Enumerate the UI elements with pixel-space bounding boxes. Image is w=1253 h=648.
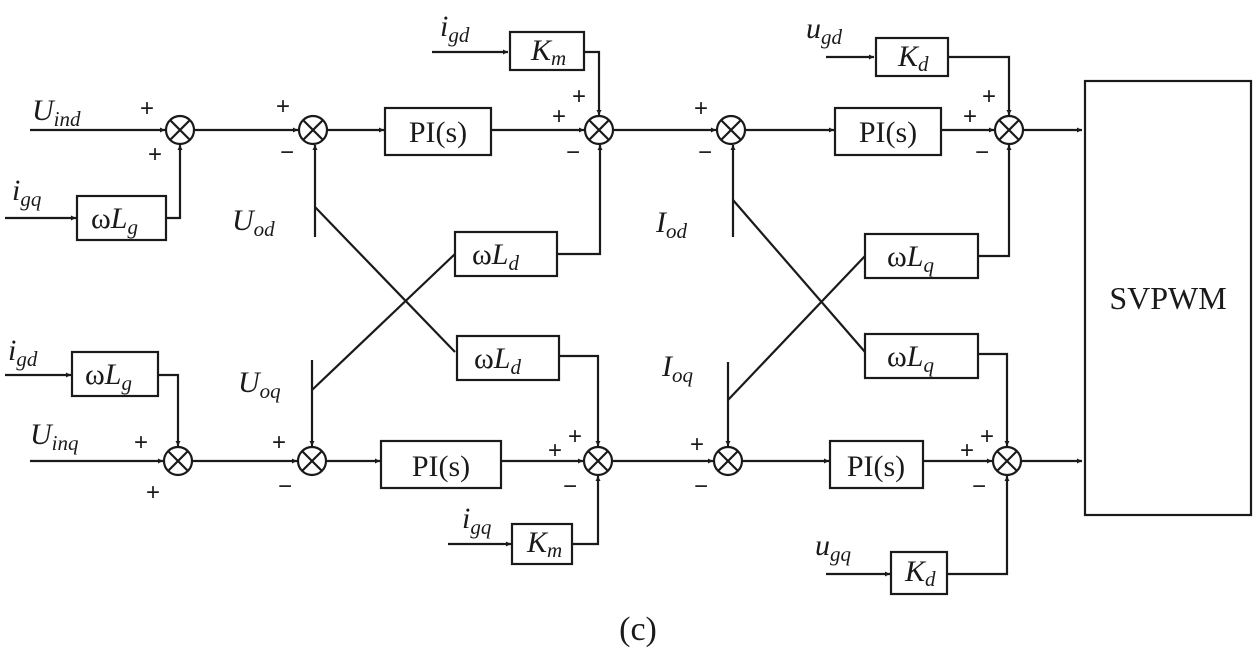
- sign-minus: −: [694, 473, 708, 500]
- block-km-bot-text: Km: [526, 526, 562, 562]
- gain-block-omega-ld-bot: [455, 334, 561, 382]
- sum-junction-bot-4: [712, 445, 744, 477]
- label-u-oq: Uoq: [238, 366, 281, 403]
- gain-block-kd-top: [874, 36, 950, 78]
- label-u-ind: Uind: [32, 94, 81, 131]
- gain-block-omega-lg-bot: [70, 350, 160, 398]
- sign-plus: +: [694, 95, 708, 122]
- label-u-od: Uod: [232, 204, 275, 241]
- pi-controller-block-2: [833, 106, 943, 157]
- pi-controller-label-4: PI(s): [847, 450, 905, 483]
- sign-minus: −: [972, 473, 986, 500]
- pi-controller-label-1: PI(s): [409, 116, 467, 149]
- sign-plus: +: [272, 429, 286, 456]
- gain-block-km-top: [508, 30, 586, 72]
- sign-plus: +: [276, 93, 290, 120]
- sum-junction-top-3: [583, 114, 615, 146]
- label-i-gd-top: igd: [440, 10, 470, 47]
- sign-plus: +: [980, 423, 994, 450]
- block-omega-lg-bot-text: ωLg: [85, 358, 132, 395]
- sum-junction-top-2: [297, 114, 329, 146]
- sign-plus: +: [572, 83, 586, 110]
- block-km-top-text: Km: [530, 34, 566, 70]
- sign-minus: −: [698, 139, 712, 166]
- voltage-cross-coupling: Uod ωLd ωLd Uoq: [232, 145, 603, 446]
- block-omega-lq-top-text: ωLq: [887, 240, 934, 277]
- pi-controller-label-3: PI(s): [412, 450, 470, 483]
- svpwm-block: [1083, 79, 1253, 517]
- sum-junction-top-4: [715, 114, 747, 146]
- gain-block-kd-bot: [889, 550, 949, 596]
- sign-minus: −: [975, 139, 989, 166]
- wire-lg-to-sum: [166, 145, 183, 220]
- wire-km-to-sum-bot3: [572, 476, 601, 546]
- block-kd-top-text: Kd: [897, 40, 929, 76]
- pi-controller-block-3: [379, 439, 503, 490]
- label-i-gd-bot: igd: [8, 334, 38, 371]
- block-omega-lg-top-text: ωLg: [91, 202, 138, 239]
- sign-plus: +: [552, 103, 566, 130]
- sum-junction-bot-5: [991, 445, 1023, 477]
- sign-minus: −: [280, 139, 294, 166]
- sign-minus: −: [278, 473, 292, 500]
- sign-plus: +: [960, 437, 974, 464]
- block-omega-ld-bot-text: ωLd: [474, 342, 521, 379]
- sum-junction-bot-2: [296, 445, 328, 477]
- wire-i-od-to-wlq: [732, 199, 866, 353]
- gain-block-omega-lq-bot: [863, 332, 980, 380]
- label-u-gd: ugd: [806, 12, 843, 49]
- label-i-gq-top: igq: [12, 174, 42, 211]
- sign-plus: +: [568, 423, 582, 450]
- wire-wld-to-sum3: [557, 145, 603, 256]
- wire-wlq-to-sum-bot5: [978, 352, 1010, 446]
- sign-plus: +: [134, 429, 148, 456]
- label-i-gq-bot: igq: [462, 502, 492, 539]
- wire-wlq-to-sum5: [978, 145, 1012, 258]
- wire-u-oq-to-wld: [311, 253, 456, 391]
- svpwm-label: SVPWM: [1109, 280, 1226, 316]
- top-row: Uind + + igq ωLg + − PI(s) + igd: [5, 10, 1082, 242]
- sign-plus: +: [982, 83, 996, 110]
- gain-block-omega-lg-top: [75, 194, 168, 242]
- pi-controller-block-4: [828, 439, 925, 490]
- sum-junction-bot-3: [582, 445, 614, 477]
- block-omega-lq-bot-text: ωLq: [887, 340, 934, 377]
- figure-caption: (c): [619, 611, 657, 648]
- pi-controller-label-2: PI(s): [859, 116, 917, 149]
- wire-kd-to-sum-bot5: [947, 476, 1010, 576]
- sign-plus: +: [148, 141, 162, 168]
- block-omega-ld-top-text: ωLd: [472, 238, 519, 275]
- sign-plus: +: [690, 431, 704, 458]
- wire-wld-to-sum-bot3: [559, 354, 601, 446]
- block-kd-bot-text: Kd: [904, 555, 936, 591]
- wire-u-od-to-wld: [314, 206, 456, 353]
- sign-minus: −: [563, 473, 577, 500]
- sign-plus: +: [140, 95, 154, 122]
- label-i-od: Iod: [655, 206, 688, 243]
- label-u-gq: ugq: [815, 529, 852, 566]
- label-u-inq: Uinq: [30, 418, 79, 455]
- wire-kd-to-sum5: [948, 55, 1012, 115]
- sign-plus: +: [963, 103, 977, 130]
- wire-i-oq-to-wlq: [727, 255, 866, 401]
- wire-lg-to-sum-bot1: [158, 373, 181, 446]
- sign-plus: +: [548, 437, 562, 464]
- wire-km-to-sum3: [584, 50, 602, 115]
- label-i-oq: Ioq: [661, 350, 694, 387]
- sum-junction-bot-1: [162, 445, 194, 477]
- sum-junction-top-1: [164, 114, 196, 146]
- sign-minus: −: [566, 139, 580, 166]
- sum-junction-top-5: [993, 114, 1025, 146]
- bottom-row: igd ωLg Uinq + + + − PI(s) + +: [5, 334, 1082, 596]
- current-cross-coupling: Iod ωLq ωLq Ioq: [655, 145, 1012, 446]
- pi-controller-block-1: [383, 106, 493, 157]
- sign-plus: +: [146, 479, 160, 506]
- gain-block-km-bot: [510, 522, 574, 566]
